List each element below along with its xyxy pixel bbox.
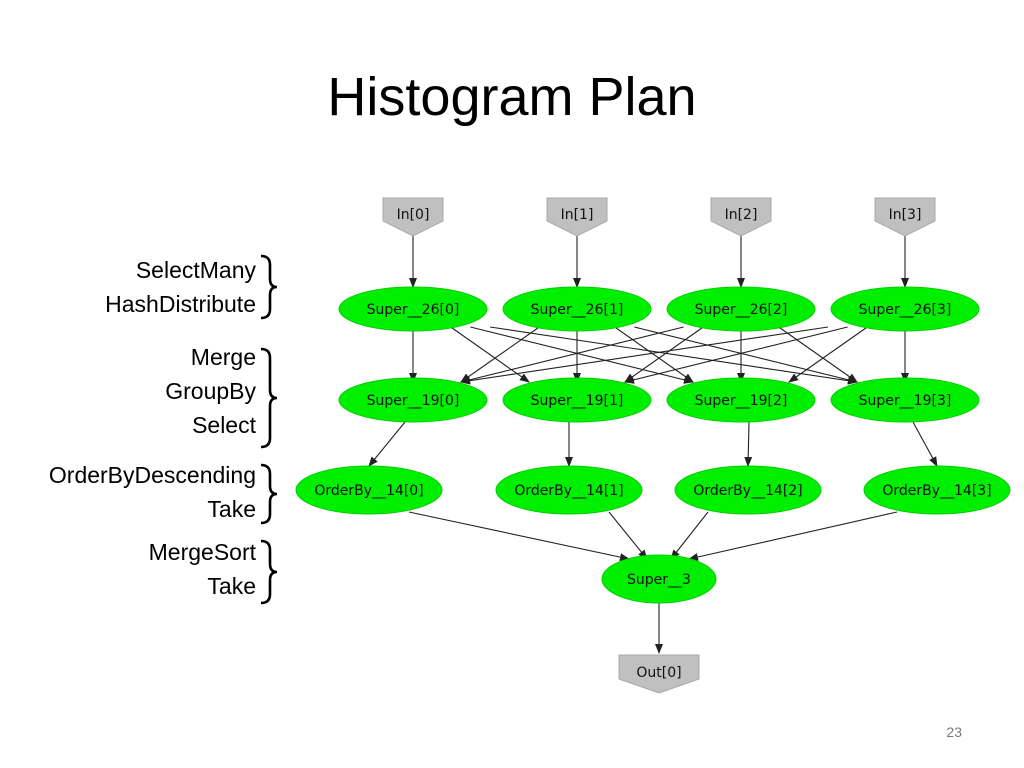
- graph-node-label: Super__19[1]: [531, 393, 624, 409]
- graph-edge: [624, 326, 848, 384]
- brace-icon: [260, 254, 278, 320]
- page-number: 23: [946, 724, 962, 740]
- stage-label: HashDistribute: [105, 291, 256, 317]
- graph-edge: [460, 326, 540, 383]
- stage-label: OrderByDescending: [48, 462, 256, 488]
- graph-edge: [450, 326, 530, 383]
- graph-edge: [608, 511, 648, 560]
- brace-icon: [260, 539, 278, 605]
- graph-node-label: Super__3: [627, 572, 691, 588]
- graph-node-shape: [338, 286, 488, 332]
- graph-edge: [912, 421, 938, 467]
- graph-node-shape: [502, 286, 652, 332]
- graph-node-shape: [666, 286, 816, 332]
- graph-node-label: Super__19[2]: [695, 393, 788, 409]
- graph-node-shape: [674, 465, 822, 515]
- graph-merge-node: Super__19[1]: [502, 377, 652, 423]
- stage-label: Take: [207, 496, 256, 522]
- graph-node-shape: [618, 654, 700, 694]
- graph-input-node: In[3]: [874, 197, 936, 237]
- graph-node-shape: [666, 377, 816, 423]
- graph-distribute-node: Super__26[2]: [666, 286, 816, 332]
- graph-input-node: In[1]: [546, 197, 608, 237]
- stage-label-group-merge: Merge GroupBy Select: [165, 340, 256, 442]
- graph-node-label: Super__26[1]: [531, 302, 624, 318]
- stage-label-group-mergesort: MergeSort Take: [149, 535, 256, 603]
- graph-node-label: OrderBy__14[2]: [693, 483, 802, 499]
- graph-node-shape: [502, 377, 652, 423]
- graph-edge: [624, 326, 704, 383]
- graph-node-label: OrderBy__14[3]: [882, 483, 991, 499]
- graph-node-shape: [830, 286, 980, 332]
- graph-edge: [614, 326, 694, 383]
- graph-edge: [470, 326, 694, 384]
- graph-edge: [788, 326, 868, 383]
- graph-node-label: OrderBy__14[0]: [314, 483, 423, 499]
- graph-edge: [778, 326, 858, 383]
- graph-node-shape: [546, 197, 608, 237]
- graph-merge-node: Super__19[2]: [666, 377, 816, 423]
- graph-node-label: In[0]: [397, 207, 430, 223]
- graph-node-label: Out[0]: [636, 665, 681, 681]
- graph-input-node: In[2]: [710, 197, 772, 237]
- graph-node-label: Super__26[3]: [859, 302, 952, 318]
- graph-node-shape: [874, 197, 936, 237]
- graph-node-label: In[1]: [561, 207, 594, 223]
- stage-label-group-orderby: OrderByDescending Take: [49, 458, 256, 526]
- stage-label: Select: [192, 412, 256, 438]
- graph-node-shape: [601, 554, 717, 604]
- stage-label: MergeSort: [148, 539, 256, 565]
- graph-node-label: In[3]: [889, 207, 922, 223]
- graph-edge: [744, 421, 753, 467]
- graph-merge-node: Super__19[0]: [338, 377, 488, 423]
- graph-node-shape: [495, 465, 643, 515]
- graph-edge: [460, 326, 684, 384]
- graph-distribute-node: Super__26[0]: [338, 286, 488, 332]
- graph-distribute-node: Super__26[1]: [502, 286, 652, 332]
- graph-node-shape: [382, 197, 444, 237]
- graph-output-node: Out[0]: [618, 654, 700, 694]
- graph-node-label: Super__19[3]: [859, 393, 952, 409]
- graph-distribute-node: Super__26[3]: [830, 286, 980, 332]
- graph-orderby-node: OrderBy__14[0]: [295, 465, 443, 515]
- graph-edge: [670, 511, 709, 560]
- graph-node-shape: [295, 465, 443, 515]
- graph-node-shape: [338, 377, 488, 423]
- stage-label: SelectMany: [135, 257, 256, 283]
- stage-label: Take: [207, 573, 256, 599]
- graph-merge-node: Super__19[3]: [830, 377, 980, 423]
- brace-icon: [260, 463, 278, 525]
- graph-final-node: Super__3: [601, 554, 717, 604]
- stage-label-group-distribute: SelectMany HashDistribute: [105, 253, 256, 321]
- graph-node-label: Super__26[0]: [367, 302, 460, 318]
- graph-node-label: OrderBy__14[1]: [514, 483, 623, 499]
- graph-edge: [634, 326, 858, 384]
- slide-title: Histogram Plan: [327, 67, 697, 127]
- graph-node-label: Super__19[0]: [367, 393, 460, 409]
- graph-edge: [489, 326, 858, 385]
- stage-label: GroupBy: [165, 378, 256, 404]
- graph-orderby-node: OrderBy__14[1]: [495, 465, 643, 515]
- graph-edge: [368, 421, 406, 467]
- graph-orderby-node: OrderBy__14[3]: [863, 465, 1011, 515]
- graph-orderby-node: OrderBy__14[2]: [674, 465, 822, 515]
- graph-edge: [408, 511, 630, 562]
- graph-node-shape: [710, 197, 772, 237]
- graph-node-shape: [830, 377, 980, 423]
- brace-icon: [260, 347, 278, 449]
- graph-input-node: In[0]: [382, 197, 444, 237]
- graph-edge: [688, 511, 898, 561]
- graph-edge: [460, 326, 829, 385]
- graph-node-shape: [863, 465, 1011, 515]
- graph-node-label: In[2]: [725, 207, 758, 223]
- graph-node-label: Super__26[2]: [695, 302, 788, 318]
- stage-label: Merge: [190, 344, 256, 370]
